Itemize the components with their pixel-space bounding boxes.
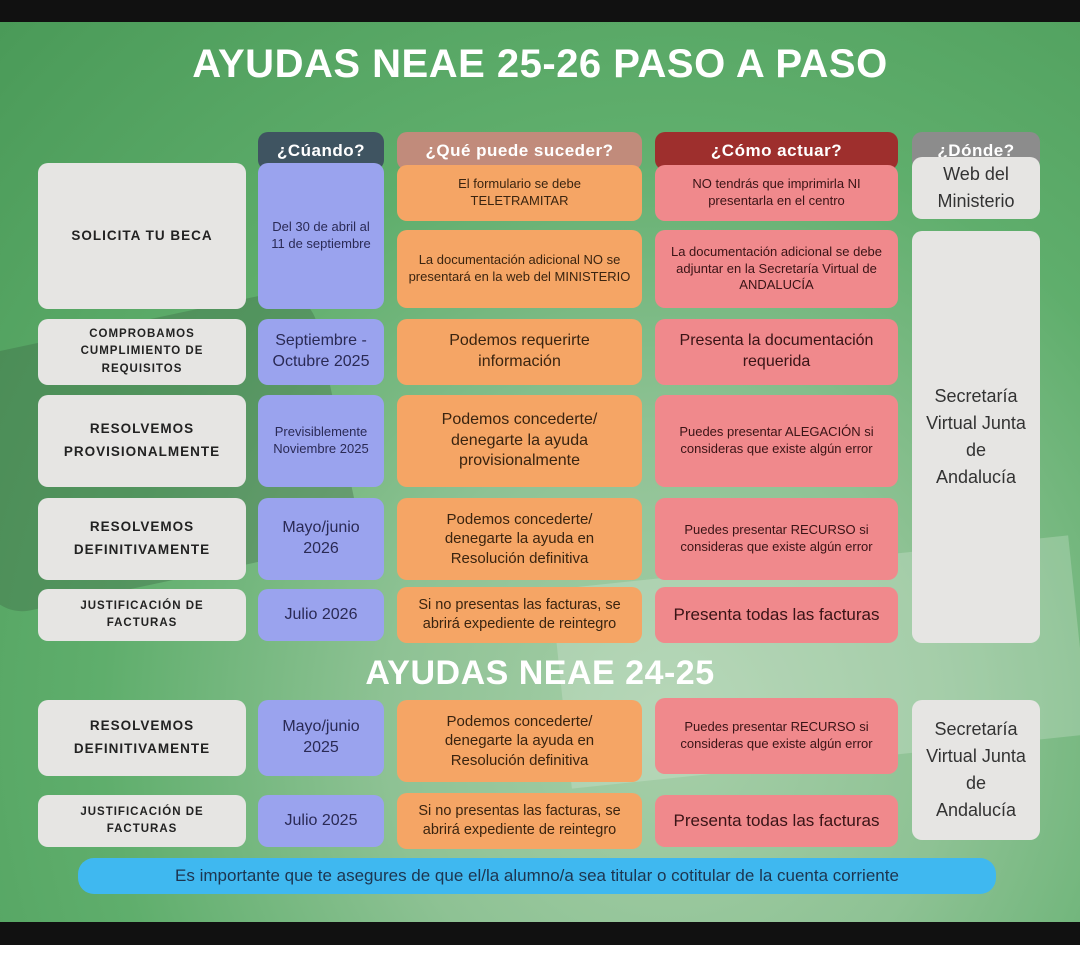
row-label-justificacion: JUSTIFICACIÓN DE FACTURAS — [38, 589, 246, 641]
where2425-secretaria-virtual: Secretaría Virtual Junta de Andalucía — [912, 700, 1040, 840]
row-when-justificacion: Julio 2026 — [258, 589, 384, 641]
row-how-no-imprimir: NO tendrás que imprimirla NI presentarla… — [655, 165, 898, 221]
header-how: ¿Cómo actuar? — [655, 132, 898, 170]
row-what-teletramitar: El formulario se debe TELETRAMITAR — [397, 165, 642, 221]
row2425-how-definitivo: Puedes presentar RECURSO si consideras q… — [655, 698, 898, 774]
infographic-panel: AYUDAS NEAE 25-26 PASO A PASO ¿Cúando? ¿… — [0, 22, 1080, 922]
where-web-ministerio: Web del Ministerio — [912, 157, 1040, 219]
important-note: Es importante que te asegures de que el/… — [78, 858, 996, 894]
row-when-definitivo: Mayo/junio 2026 — [258, 498, 384, 580]
row-label-definitivo: RESOLVEMOS DEFINITIVAMENTE — [38, 498, 246, 580]
row-how-provisional: Puedes presentar ALEGACIÓN si consideras… — [655, 395, 898, 487]
row2425-label-definitivo: RESOLVEMOS DEFINITIVAMENTE — [38, 700, 246, 776]
row-when-provisional: Previsiblemente Noviembre 2025 — [258, 395, 384, 487]
header-what: ¿Qué puede suceder? — [397, 132, 642, 170]
row-label-provisional: RESOLVEMOS PROVISIONALMENTE — [38, 395, 246, 487]
row2425-when-definitivo: Mayo/junio 2025 — [258, 700, 384, 776]
row-what-documentacion: La documentación adicional NO se present… — [397, 230, 642, 308]
row-when-solicita: Del 30 de abril al 11 de septiembre — [258, 163, 384, 309]
row-how-comprobamos: Presenta la documentación requerida — [655, 319, 898, 385]
row-label-comprobamos: COMPROBAMOS CUMPLIMIENTO DE REQUISITOS — [38, 319, 246, 385]
row2425-what-definitivo: Podemos concederte/ denegarte la ayuda e… — [397, 700, 642, 782]
row2425-label-justificacion: JUSTIFICACIÓN DE FACTURAS — [38, 795, 246, 847]
row-what-justificacion: Si no presentas las facturas, se abrirá … — [397, 587, 642, 643]
second-title: AYUDAS NEAE 24-25 — [365, 654, 715, 692]
row-label-solicita: SOLICITA TU BECA — [38, 163, 246, 309]
row2425-how-justificacion: Presenta todas las facturas — [655, 795, 898, 847]
row-when-comprobamos: Septiembre - Octubre 2025 — [258, 319, 384, 385]
where-secretaria-virtual: Secretaría Virtual Junta de Andalucía — [912, 231, 1040, 643]
row2425-when-justificacion: Julio 2025 — [258, 795, 384, 847]
row-how-documentacion: La documentación adicional se debe adjun… — [655, 230, 898, 308]
row-how-definitivo: Puedes presentar RECURSO si consideras q… — [655, 498, 898, 580]
row-what-definitivo: Podemos concederte/ denegarte la ayuda e… — [397, 498, 642, 580]
row-what-provisional: Podemos concederte/ denegarte la ayuda p… — [397, 395, 642, 487]
row-what-comprobamos: Podemos requerirte información — [397, 319, 642, 385]
row-how-justificacion: Presenta todas las facturas — [655, 587, 898, 643]
main-title: AYUDAS NEAE 25-26 PASO A PASO — [192, 42, 888, 86]
row2425-what-justificacion: Si no presentas las facturas, se abrirá … — [397, 793, 642, 849]
